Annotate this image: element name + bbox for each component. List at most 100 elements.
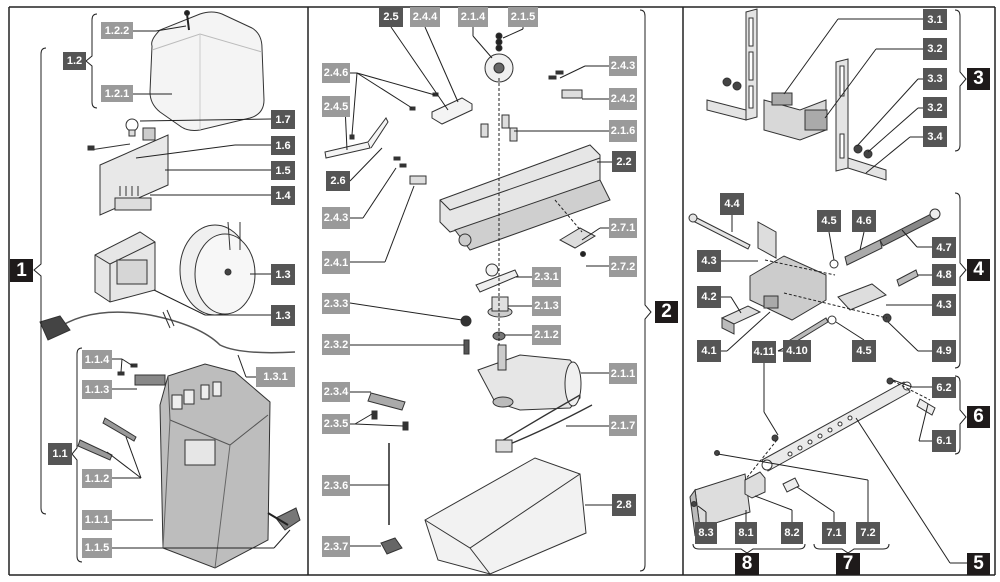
power-cord-part bbox=[39, 309, 296, 354]
callout-2-7-1: 2.7.1 bbox=[609, 218, 637, 238]
callout-2-1-5: 2.1.5 bbox=[508, 7, 538, 27]
callout-2-4-3-bottom: 2.4.3 bbox=[322, 207, 350, 229]
section-2-parts bbox=[324, 32, 611, 575]
callout-2-1-4: 2.1.4 bbox=[458, 7, 488, 27]
section-5-8-parts bbox=[689, 377, 936, 537]
section-3-parts bbox=[706, 8, 887, 181]
anchor-part bbox=[896, 269, 919, 287]
callout-2-3-5: 2.3.5 bbox=[322, 414, 350, 434]
callout-2-1-3: 2.1.3 bbox=[532, 296, 561, 316]
frame bbox=[8, 6, 996, 576]
callout-2-4-2: 2.4.2 bbox=[609, 88, 637, 110]
callout-2-1-2: 2.1.2 bbox=[532, 325, 561, 345]
bulb-part bbox=[125, 118, 139, 137]
clip-part bbox=[134, 374, 166, 386]
group-label-1: 1 bbox=[10, 259, 33, 282]
group-label-4: 4 bbox=[967, 259, 990, 281]
push-arm-part bbox=[761, 381, 912, 472]
callout-1-3-transformer: 1.3 bbox=[271, 305, 295, 326]
transformer-part bbox=[94, 231, 156, 303]
callout-1-1-3: 1.1.3 bbox=[82, 380, 112, 399]
section-4-parts bbox=[688, 208, 941, 345]
callout-1-1-2: 1.1.2 bbox=[82, 469, 112, 488]
callout-1-2: 1.2 bbox=[63, 52, 86, 70]
callout-3-2-top: 3.2 bbox=[923, 38, 947, 60]
chassis-part bbox=[439, 144, 611, 251]
group-label-8: 8 bbox=[735, 553, 759, 575]
cap-part bbox=[460, 315, 472, 327]
callout-8-2: 8.2 bbox=[781, 522, 803, 544]
callout-1-4: 1.4 bbox=[271, 186, 295, 205]
callout-4-3-left: 4.3 bbox=[697, 250, 721, 272]
profile-holder-part bbox=[763, 92, 828, 141]
section-5-8-leaders bbox=[692, 375, 967, 564]
callout-2-2: 2.2 bbox=[612, 151, 636, 172]
lever-part bbox=[324, 117, 389, 159]
circuit-board-part bbox=[87, 127, 169, 216]
callout-2-7-2: 2.7.2 bbox=[609, 256, 637, 277]
callout-4-6: 4.6 bbox=[852, 210, 876, 232]
mounting-plate-part bbox=[757, 221, 777, 259]
callout-2-4-1: 2.4.1 bbox=[322, 251, 350, 274]
callout-2-1-6: 2.1.6 bbox=[609, 120, 637, 142]
right-bracket-part bbox=[837, 283, 887, 311]
tray-part bbox=[424, 457, 587, 575]
callout-1-7: 1.7 bbox=[271, 110, 295, 129]
callout-4-8: 4.8 bbox=[932, 264, 956, 286]
capacitor-part bbox=[179, 221, 256, 316]
callout-2-6: 2.6 bbox=[326, 171, 350, 191]
callout-2-5: 2.5 bbox=[379, 7, 403, 27]
clevis-part bbox=[744, 471, 766, 499]
callout-3-1: 3.1 bbox=[923, 9, 947, 30]
section-1-parts bbox=[39, 10, 301, 569]
spring-part bbox=[844, 239, 883, 266]
callout-2-3-7: 2.3.7 bbox=[322, 536, 350, 557]
callout-1-2-1: 1.2.1 bbox=[101, 85, 133, 102]
callout-1-1-5: 1.1.5 bbox=[82, 538, 112, 558]
callout-1-1-1: 1.1.1 bbox=[82, 510, 112, 530]
long-bolt-part bbox=[688, 213, 751, 250]
callout-2-3-1: 2.3.1 bbox=[532, 267, 561, 287]
group-label-2: 2 bbox=[655, 301, 678, 323]
callout-3-2-bottom: 3.2 bbox=[923, 97, 947, 118]
block-part bbox=[431, 97, 473, 125]
callout-4-2: 4.2 bbox=[697, 286, 721, 308]
callout-4-11: 4.11 bbox=[752, 341, 776, 363]
callout-4-7: 4.7 bbox=[932, 237, 956, 258]
callout-2-3-4: 2.3.4 bbox=[322, 382, 350, 402]
callout-2-4-3-top: 2.4.3 bbox=[609, 56, 637, 76]
section-1-leaders bbox=[33, 13, 291, 563]
callout-1-6: 1.6 bbox=[271, 136, 295, 155]
square-insert-part bbox=[720, 305, 762, 335]
callout-3-4: 3.4 bbox=[923, 126, 947, 147]
callout-4-10: 4.10 bbox=[783, 340, 811, 362]
callout-2-4-6: 2.4.6 bbox=[322, 63, 350, 83]
group-label-6: 6 bbox=[967, 406, 990, 428]
callout-2-3-2: 2.3.2 bbox=[322, 334, 350, 355]
plate-part bbox=[558, 227, 597, 257]
connector-part bbox=[114, 186, 152, 211]
callout-4-5-bottom: 4.5 bbox=[852, 340, 876, 362]
group-label-3: 3 bbox=[967, 68, 990, 90]
callout-7-1: 7.1 bbox=[822, 522, 846, 544]
callout-7-2: 7.2 bbox=[856, 522, 880, 544]
slider-block-part bbox=[380, 537, 403, 555]
washer-part bbox=[827, 259, 839, 325]
small-plate-part bbox=[367, 392, 406, 411]
callout-2-4-4: 2.4.4 bbox=[410, 7, 440, 27]
callout-6-1: 6.1 bbox=[932, 430, 956, 452]
callout-2-1-1: 2.1.1 bbox=[609, 363, 637, 384]
group-label-7: 7 bbox=[836, 553, 860, 575]
callout-4-4: 4.4 bbox=[720, 193, 744, 215]
callout-1-3-capacitor: 1.3 bbox=[271, 264, 295, 285]
small-screws-part bbox=[117, 363, 138, 376]
callout-4-3-right: 4.3 bbox=[932, 294, 956, 316]
wall-screws-part bbox=[77, 417, 137, 461]
callout-4-5-top: 4.5 bbox=[817, 210, 841, 232]
section-2-leaders bbox=[344, 9, 652, 572]
bolts-part bbox=[480, 114, 518, 142]
pin-part bbox=[886, 377, 936, 416]
callout-8-1: 8.1 bbox=[735, 522, 757, 544]
callout-2-3-3: 2.3.3 bbox=[322, 293, 350, 314]
